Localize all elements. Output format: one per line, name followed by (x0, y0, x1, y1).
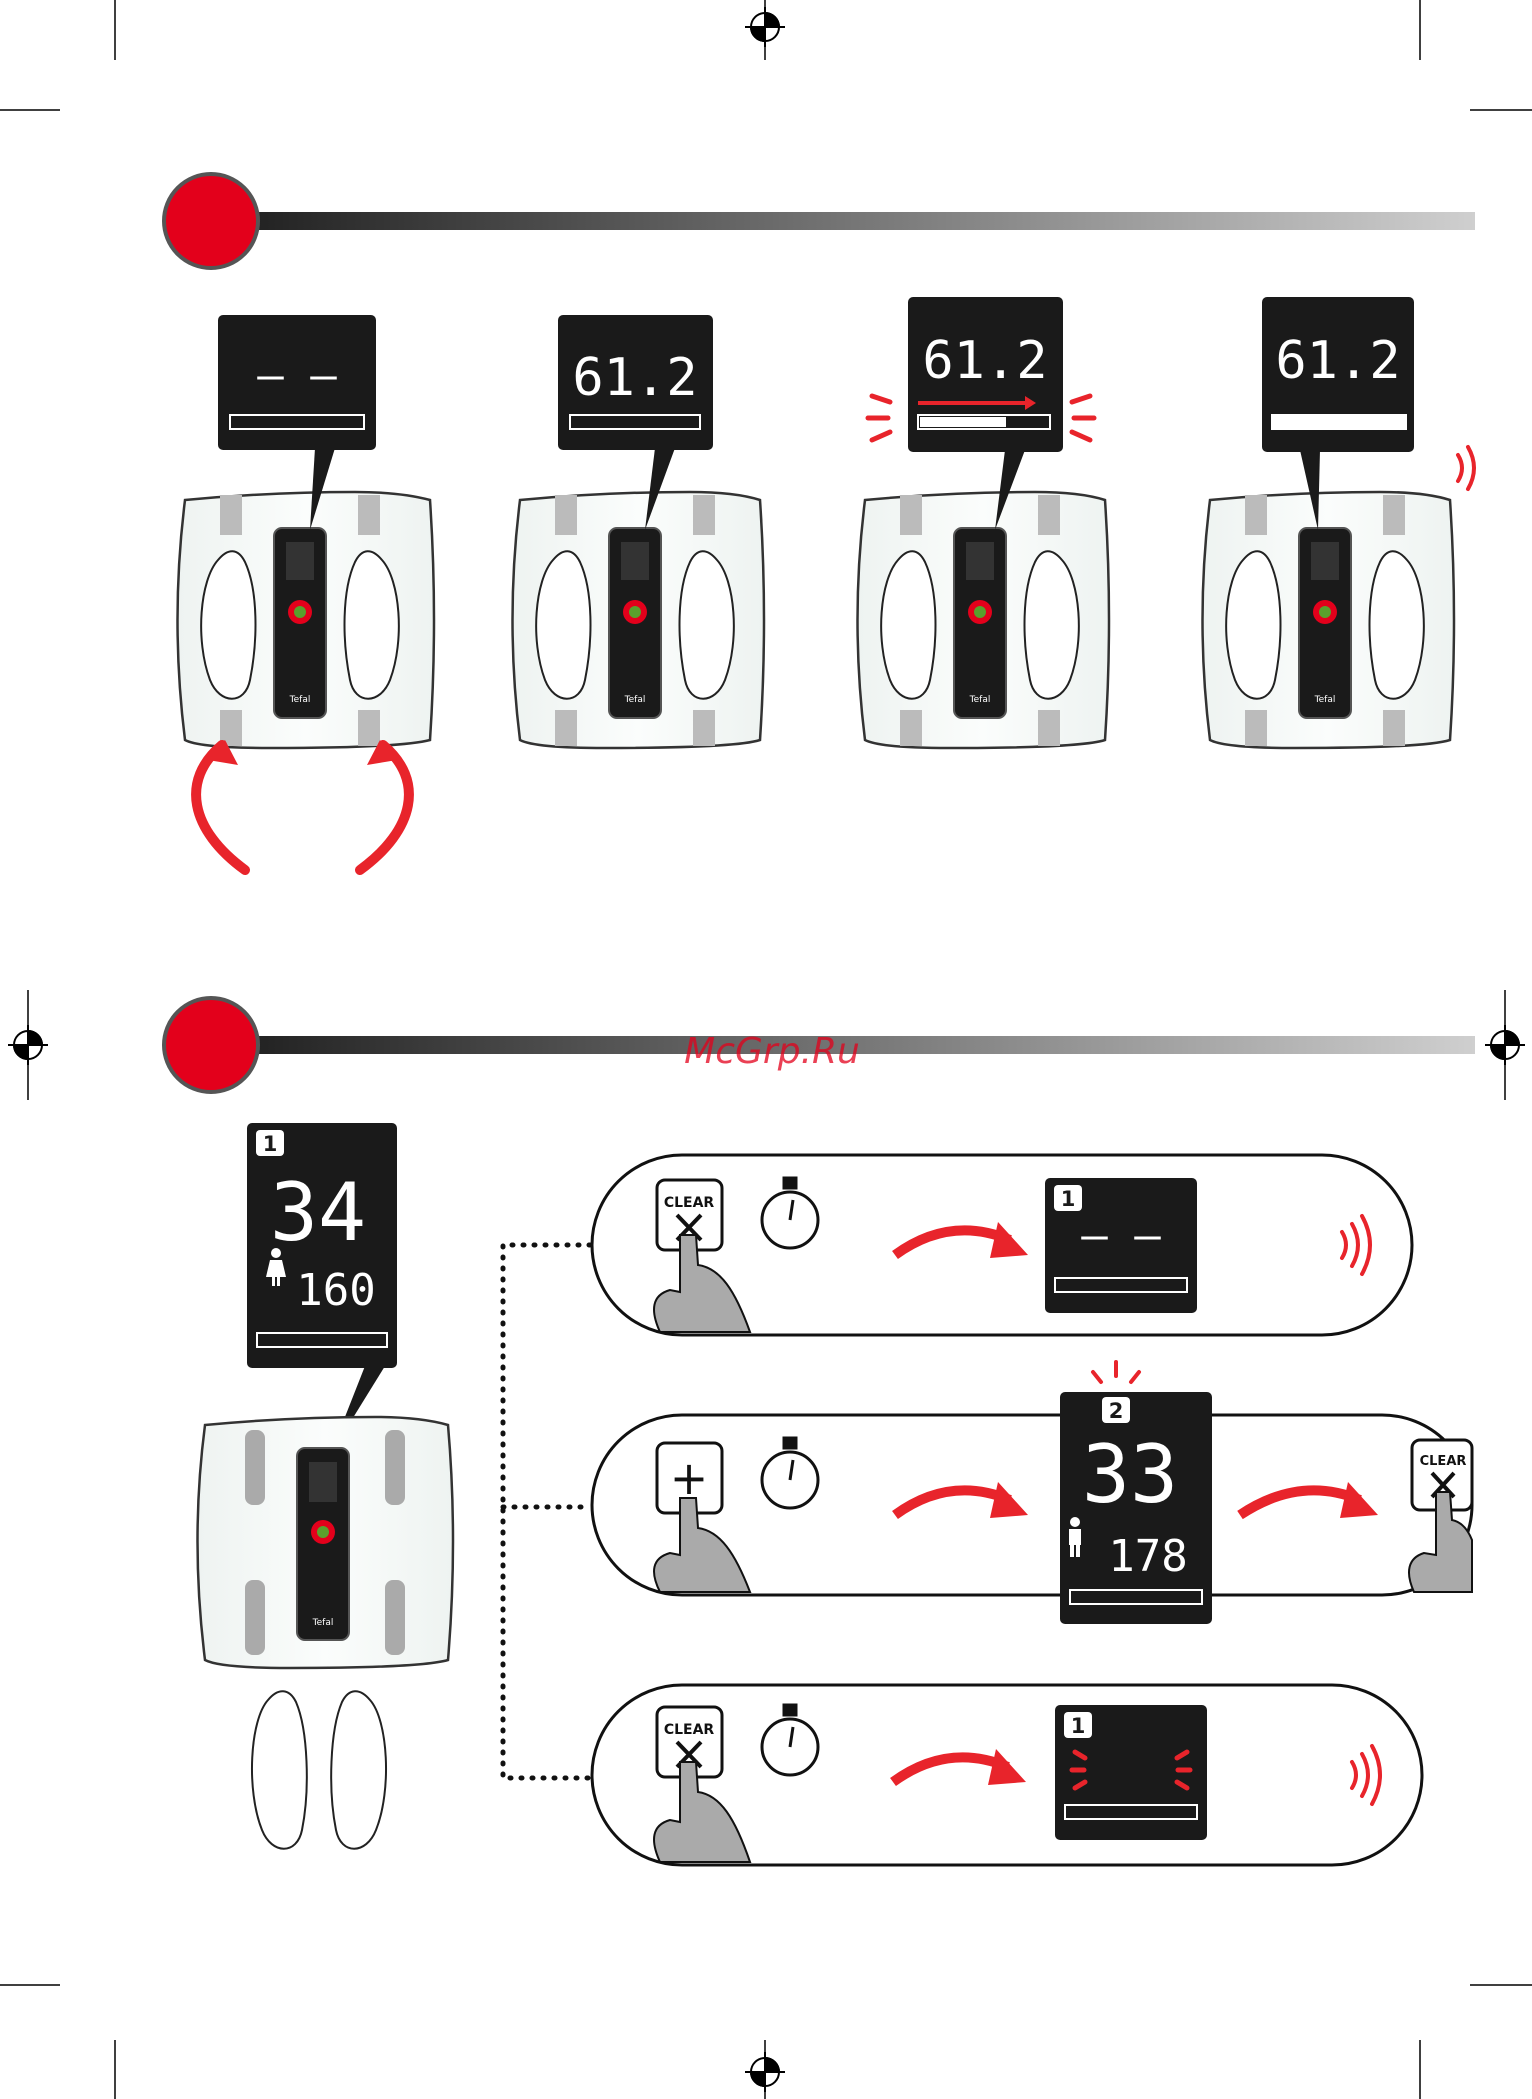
step2: Tefal 61.2 (513, 315, 765, 748)
watermark: McGrp.Ru (684, 1031, 860, 1072)
right-foot-icon (1370, 551, 1424, 699)
registration-mark-right (1485, 1025, 1525, 1065)
result-user-number: 2 (1109, 1399, 1124, 1423)
user-number: 1 (263, 1132, 278, 1156)
plus-button-label: + (670, 1451, 709, 1505)
clear-button-label: CLEAR (664, 1722, 715, 1738)
option-row-next-user: + 2 33 178 (592, 1362, 1472, 1624)
result-user-number: 1 (1061, 1187, 1076, 1211)
right-foot-icon (680, 551, 734, 699)
scale-brand: Tefal (289, 695, 311, 705)
option-row-clear-error: CLEAR 1 (592, 1685, 1422, 1865)
result-height-value: 178 (1108, 1531, 1187, 1582)
clear-button-label: CLEAR (1420, 1454, 1467, 1469)
registration-mark-bottom (745, 2052, 785, 2092)
clear-button-label: CLEAR (664, 1195, 715, 1211)
age-value: 34 (270, 1166, 366, 1259)
dotted-connector (503, 1245, 590, 1778)
display-value: – – (257, 350, 337, 401)
display-value: 61.2 (922, 331, 1047, 391)
beep-sound-icon (1458, 447, 1474, 489)
blink-marks-icon (1093, 1362, 1139, 1382)
result-user-number: 1 (1071, 1714, 1086, 1738)
result-age-value: 33 (1082, 1428, 1178, 1521)
result-display: 1 – – (1045, 1178, 1197, 1313)
feet-off-scale-icon (252, 1691, 386, 1849)
option-row-clear-reset: CLEAR 1 – – (592, 1155, 1412, 1335)
display-value: 61.2 (1275, 331, 1400, 391)
right-foot-icon (1025, 551, 1079, 699)
height-value: 160 (296, 1265, 375, 1316)
scale-brand: Tefal (624, 695, 646, 705)
result-display: 2 33 178 (1060, 1392, 1212, 1624)
result-display-value: – – (1081, 1210, 1161, 1261)
left-foot-icon (881, 551, 935, 699)
bathroom-scale: Tefal (198, 1417, 454, 1668)
right-foot-icon (345, 551, 399, 699)
scale-brand: Tefal (1314, 695, 1336, 705)
registration-mark-left (8, 1025, 48, 1065)
step3: Tefal 61.2 (858, 297, 1110, 748)
left-foot-icon (536, 551, 590, 699)
scale-brand: Tefal (312, 1618, 334, 1628)
scale-brand: Tefal (969, 695, 991, 705)
registration-mark-top (745, 7, 785, 47)
result-display: 1 (1055, 1705, 1207, 1840)
left-foot-icon (201, 551, 255, 699)
step1: Tefal – – (178, 315, 435, 870)
left-foot-icon (1226, 551, 1280, 699)
section2-main: 1 34 160 Tefal (198, 1123, 591, 1849)
step-on-arrows (196, 740, 409, 870)
display-value: 61.2 (572, 348, 697, 408)
user-display-bubble: 1 34 160 (247, 1123, 397, 1455)
step4: Tefal 61.2 (1203, 297, 1475, 748)
section1-header (164, 174, 1475, 268)
